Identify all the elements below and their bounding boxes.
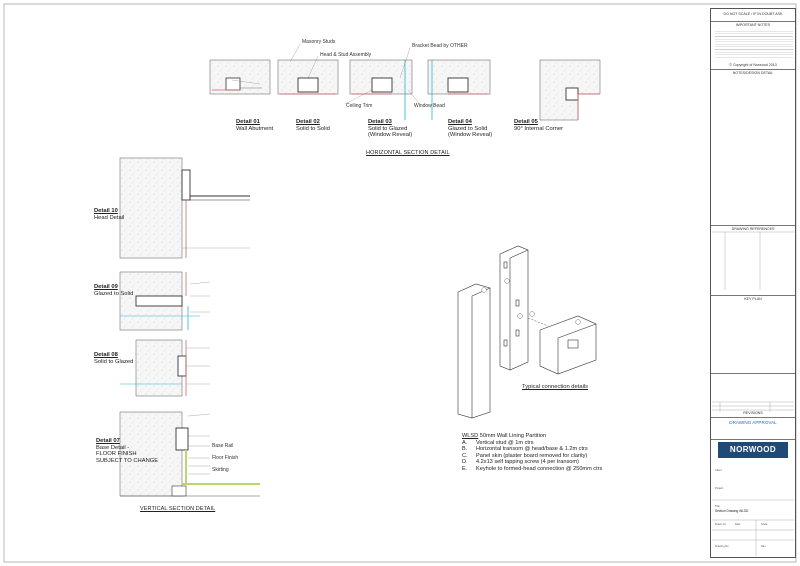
important-notes-heading: IMPORTANT NOTES — [735, 23, 771, 27]
callout-window-bead: Window Bead — [414, 103, 445, 109]
detail-01-drawing — [209, 59, 271, 95]
rev-label: Rev — [761, 545, 766, 548]
drawing-approval-heading: DRAWING APPROVAL — [729, 420, 777, 425]
drawing-references-heading: DRAWING REFERENCES — [731, 227, 775, 231]
detail-03-drawing — [349, 59, 413, 120]
norwood-logo: NORWOOD — [718, 442, 788, 458]
callout-floor-finish: Floor Finish — [212, 455, 239, 461]
client-label: Client — [715, 469, 722, 472]
notes-title: WLSD — [462, 433, 479, 439]
drawing-title: Section Drawing WLSD — [715, 509, 749, 513]
notes-item: C.Panel skin (plaster board removed for … — [462, 452, 588, 459]
notes-item: B.Horizontal transom @ head/base & 1.2m … — [462, 446, 588, 453]
partition-notes: WLSD 50mm Wall Lining Partition A.Vertic… — [462, 433, 602, 473]
do-not-scale: DO NOT SCALE / IF IN DOUBT ASK — [723, 12, 783, 16]
detail-10-drawing — [119, 157, 250, 259]
callout-base-rail: Base Rail — [212, 443, 234, 449]
project-label: Project — [715, 487, 724, 490]
callout-masonry-studs: Masonry Studs — [302, 39, 336, 45]
scale-label: Scale — [761, 523, 768, 526]
title-block: DO NOT SCALE / IF IN DOUBT ASK IMPORTANT… — [710, 8, 796, 558]
revisions-heading: REVISIONS — [743, 411, 763, 415]
detail-09-drawing — [119, 271, 200, 331]
copyright: © Copyright of Norwood 2013 — [729, 63, 777, 67]
callout-bracket-bead: Bracket Bead by OTHER — [412, 43, 468, 49]
detail-02-drawing — [277, 59, 339, 95]
connection-detail-drawing — [457, 245, 597, 419]
notes-item: D.4.2x13 self tapping screw (4 per trans… — [462, 459, 579, 466]
sheet-border — [3, 3, 797, 563]
detail-07-drawing — [119, 411, 260, 497]
callout-skirting: Skirting — [212, 467, 229, 473]
vertical-section-heading: VERTICAL SECTION DETAIL — [140, 506, 216, 512]
drawing-no-label: Drawing No — [715, 545, 729, 548]
callout-ceiling-trim: Ceiling Trim — [346, 103, 373, 109]
detail-08-drawing — [120, 339, 187, 397]
detail-05-drawing — [539, 59, 601, 121]
drawn-by-label: Drawn by — [715, 523, 726, 526]
notes-title-rest: 50mm Wall Lining Partition — [478, 433, 547, 439]
connection-caption: Typical connection details — [522, 384, 589, 390]
date-label: Date — [735, 523, 741, 526]
key-plan-heading: KEY PLAN — [744, 297, 762, 301]
important-notes-body — [715, 29, 793, 59]
callout-head-stud: Head & Stud Assembly — [320, 52, 372, 58]
notes-design-heading: NOTES/DESIGN DETAIL — [732, 71, 774, 75]
notes-item: E.Keyhole to formed-head connection @ 25… — [462, 465, 603, 472]
detail-04-drawing — [427, 59, 491, 120]
notes-item: A.Vertical stud @ 1m ctrs — [462, 439, 534, 446]
horizontal-section-heading: HORIZONTAL SECTION DETAIL — [366, 150, 450, 156]
title-label: Title — [715, 505, 720, 508]
